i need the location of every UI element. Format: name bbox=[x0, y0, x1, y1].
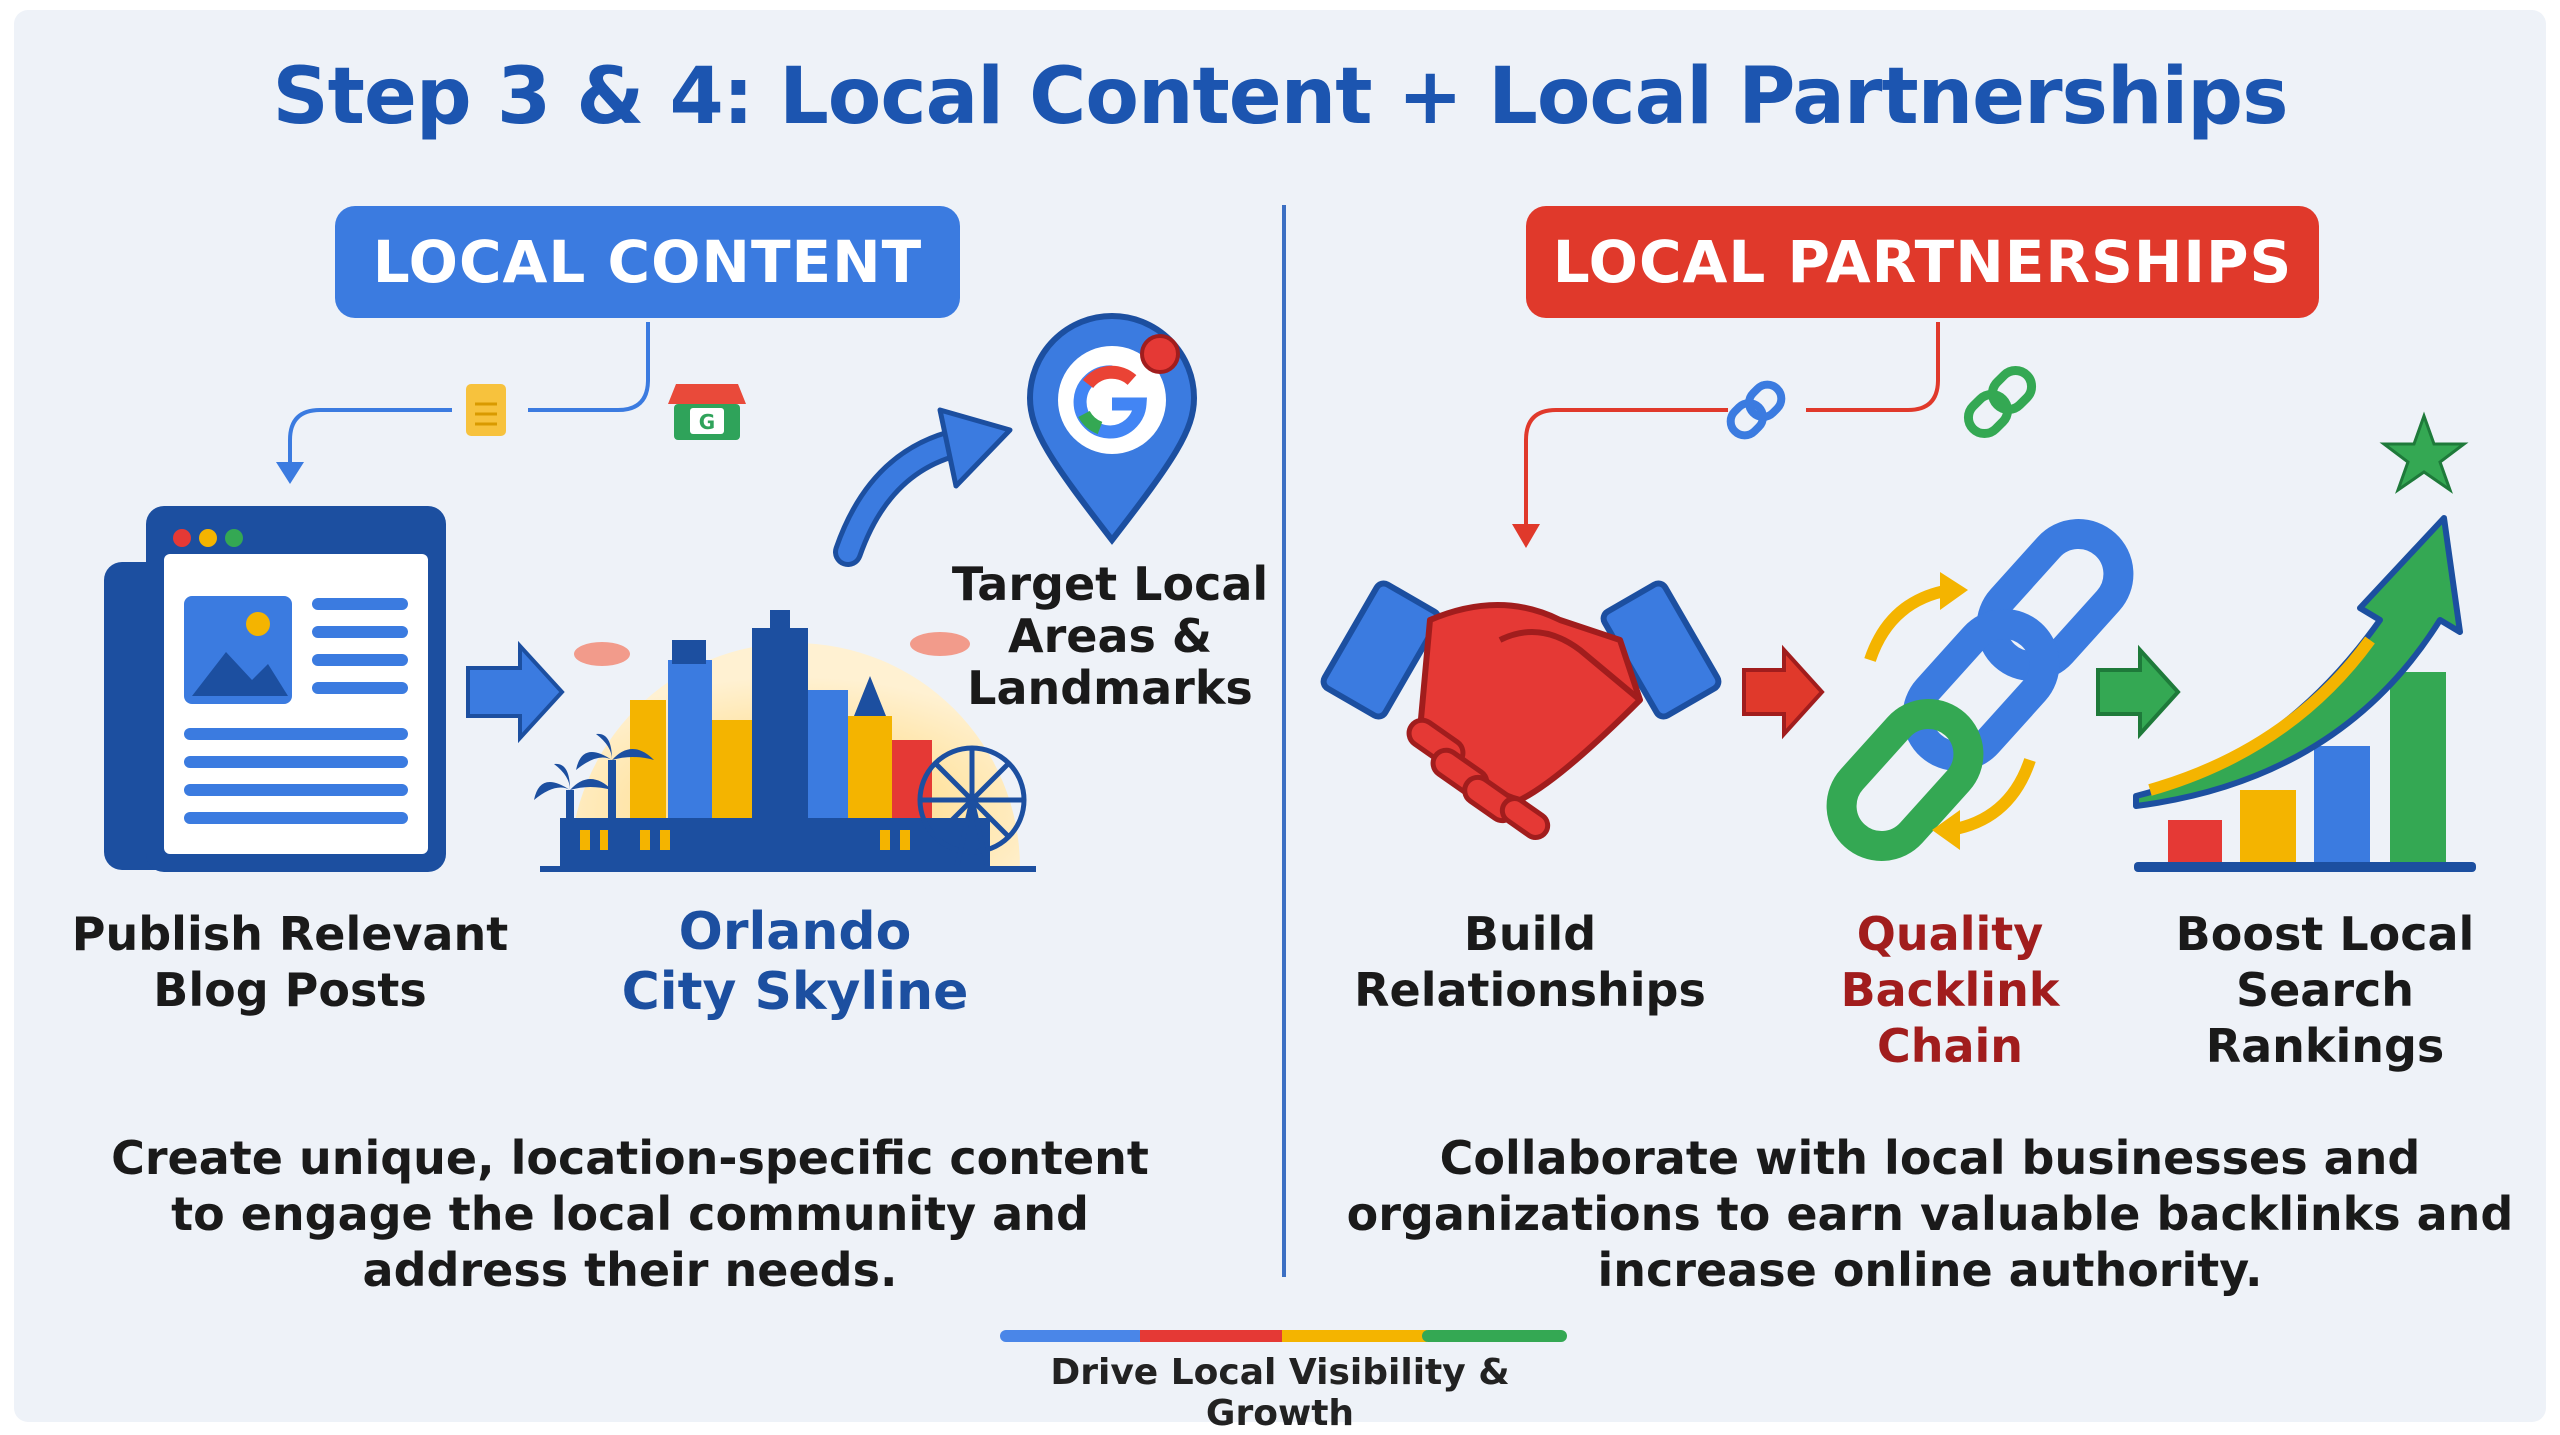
ferris-wheel bbox=[917, 745, 1027, 871]
footer-tagline: Drive Local Visibility & Growth bbox=[1050, 1352, 1510, 1434]
google-map-pin-icon bbox=[1026, 313, 1198, 545]
document-icon bbox=[466, 384, 506, 436]
orlando-skyline-icon bbox=[534, 610, 1036, 872]
right-connector-arrowhead bbox=[1512, 524, 1540, 548]
target-local-areas-label: Target Local Areas & Landmarks bbox=[951, 557, 1269, 715]
left-connector-arrowhead bbox=[276, 462, 304, 484]
chain-link-icon bbox=[1826, 518, 2134, 862]
arrow-right-red-icon bbox=[1742, 644, 1825, 740]
star-icon bbox=[2379, 411, 2469, 494]
handshake-icon bbox=[1320, 580, 1722, 840]
local-partnerships-description: Collaborate with local businesses and or… bbox=[1346, 1131, 2514, 1297]
link-icon-green bbox=[1963, 365, 2037, 439]
growth-chart-icon bbox=[2133, 515, 2476, 872]
link-icon-blue bbox=[1726, 380, 1786, 440]
step-publish-blog-label: Publish Relevant Blog Posts bbox=[71, 907, 509, 1017]
step-build-relationships-label: Build Relationships bbox=[1354, 907, 1706, 1017]
google-store-icon: G bbox=[668, 384, 746, 440]
svg-text:G: G bbox=[699, 410, 715, 434]
right-connector bbox=[1524, 322, 1940, 530]
arrow-right-green-icon bbox=[2096, 644, 2181, 740]
local-content-description: Create unique, location-specific content… bbox=[111, 1131, 1149, 1297]
step-boost-rankings-label: Boost Local Search Rankings bbox=[2175, 907, 2475, 1073]
step-orlando-skyline-label: Orlando City Skyline bbox=[621, 902, 969, 1022]
blog-page-icon bbox=[104, 506, 446, 872]
footer-color-bar bbox=[1000, 1330, 1567, 1342]
local-content-badge: LOCAL CONTENT bbox=[335, 206, 960, 318]
page-title: Step 3 & 4: Local Content + Local Partne… bbox=[272, 52, 2288, 142]
step-quality-backlink-label: Quality Backlink Chain bbox=[1840, 907, 2060, 1073]
local-partnerships-badge: LOCAL PARTNERSHIPS bbox=[1526, 206, 2319, 318]
arrow-right-icon bbox=[466, 640, 565, 744]
refresh-arrows-icon bbox=[1864, 584, 2036, 836]
left-connector bbox=[288, 322, 650, 470]
section-divider bbox=[1282, 205, 1286, 1277]
